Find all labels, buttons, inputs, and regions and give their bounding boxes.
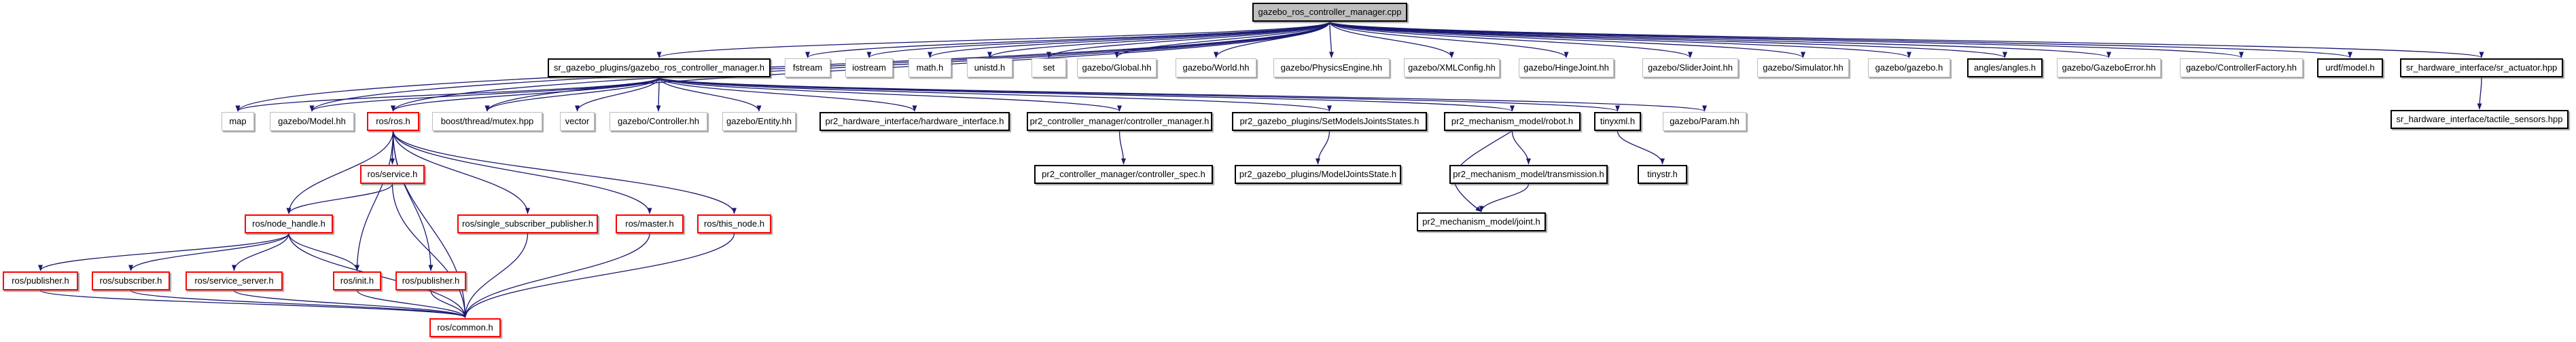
node-sr-hardware-interface-sr-actuator-hpp[interactable]: sr_hardware_interface/sr_actuator.hpp: [2400, 58, 2563, 77]
node-sr-hardware-interface-tactile-sensors-hpp[interactable]: sr_hardware_interface/tactile_sensors.hp…: [2390, 110, 2569, 129]
node-pr2-mechanism-model-transmission-h[interactable]: pr2_mechanism_model/transmission.h: [1449, 165, 1608, 184]
node-ros-master-h[interactable]: ros/master.h: [616, 214, 684, 233]
node-iostream: iostream: [845, 58, 893, 77]
node-gazebo-physicsengine-hh: gazebo/PhysicsEngine.hh: [1273, 58, 1390, 77]
node-ros-this-node-h[interactable]: ros/this_node.h: [697, 214, 771, 233]
node-ros-ros-h[interactable]: ros/ros.h: [367, 112, 419, 131]
node-boost-thread-mutex-hpp: boost/thread/mutex.hpp: [432, 112, 542, 131]
node-gazebo-gazeboerror-hh: gazebo/GazeboError.hh: [2057, 58, 2161, 77]
node-ros-node-handle-h[interactable]: ros/node_handle.h: [245, 214, 333, 233]
node-urdf-model-h[interactable]: urdf/model.h: [2317, 58, 2383, 77]
node-ros-service-server-h[interactable]: ros/service_server.h: [186, 271, 283, 290]
node-pr2-gazebo-plugins-setmodelsjointsstates-h[interactable]: pr2_gazebo_plugins/SetModelsJointsStates…: [1232, 112, 1427, 131]
node-gazebo-model-hh: gazebo/Model.hh: [270, 112, 354, 131]
node-gazebo-simulator-hh: gazebo/Simulator.hh: [1757, 58, 1849, 77]
node-gazebo-entity-hh: gazebo/Entity.hh: [722, 112, 796, 131]
node-ros-service-h[interactable]: ros/service.h: [360, 165, 425, 184]
node-ros-common-h[interactable]: ros/common.h: [429, 318, 501, 337]
node-pr2-mechanism-model-joint-h[interactable]: pr2_mechanism_model/joint.h: [1417, 212, 1546, 231]
node-pr2-mechanism-model-robot-h[interactable]: pr2_mechanism_model/robot.h: [1444, 112, 1581, 131]
node-ros-publisher-h-2[interactable]: ros/publisher.h: [395, 271, 466, 290]
node-gazebo-param-hh: gazebo/Param.hh: [1663, 112, 1746, 131]
node-gazebo-controller-hh: gazebo/Controller.hh: [610, 112, 707, 131]
node-gazebo-gazebo-h: gazebo/gazebo.h: [1868, 58, 1950, 77]
node-gazebo-controllerfactory-hh: gazebo/ControllerFactory.hh: [2180, 58, 2303, 77]
node-ros-publisher-h-1[interactable]: ros/publisher.h: [3, 271, 78, 290]
node-sr-gazebo-plugins-gazebo-ros-controller-manager-h[interactable]: sr_gazebo_plugins/gazebo_ros_controller_…: [548, 58, 771, 77]
node-tinyxml-h[interactable]: tinyxml.h: [1594, 112, 1641, 131]
node-pr2-controller-manager-controller-spec-h[interactable]: pr2_controller_manager/controller_spec.h: [1034, 165, 1213, 184]
node-gazebo-sliderjoint-hh: gazebo/SliderJoint.hh: [1642, 58, 1738, 77]
node-ros-single-subscriber-publisher-h[interactable]: ros/single_subscriber_publisher.h: [457, 214, 598, 233]
node-map: map: [222, 112, 254, 131]
node-set: set: [1031, 58, 1066, 77]
node-unistd-h: unistd.h: [967, 58, 1012, 77]
node-vector: vector: [560, 112, 595, 131]
node-pr2-hardware-interface-hardware-interface-h[interactable]: pr2_hardware_interface/hardware_interfac…: [819, 112, 1010, 131]
node-math-h: math.h: [908, 58, 951, 77]
node-tinystr-h[interactable]: tinystr.h: [1638, 165, 1687, 184]
node-gazebo-xmlconfig-hh: gazebo/XMLConfig.hh: [1404, 58, 1500, 77]
node-fstream: fstream: [785, 58, 830, 77]
node-gazebo-hingejoint-hh: gazebo/HingeJoint.hh: [1519, 58, 1614, 77]
node-gazebo-ros-controller-manager-cpp: gazebo_ros_controller_manager.cpp: [1252, 3, 1407, 22]
node-gazebo-global-hh: gazebo/Global.hh: [1077, 58, 1157, 77]
node-pr2-gazebo-plugins-modeljointsstate-h[interactable]: pr2_gazebo_plugins/ModelJointsState.h: [1235, 165, 1401, 184]
node-angles-angles-h[interactable]: angles/angles.h: [1967, 58, 2043, 77]
node-pr2-controller-manager-controller-manager-h[interactable]: pr2_controller_manager/controller_manage…: [1027, 112, 1212, 131]
node-ros-init-h[interactable]: ros/init.h: [333, 271, 381, 290]
node-gazebo-world-hh: gazebo/World.hh: [1176, 58, 1256, 77]
node-ros-subscriber-h[interactable]: ros/subscriber.h: [92, 271, 170, 290]
